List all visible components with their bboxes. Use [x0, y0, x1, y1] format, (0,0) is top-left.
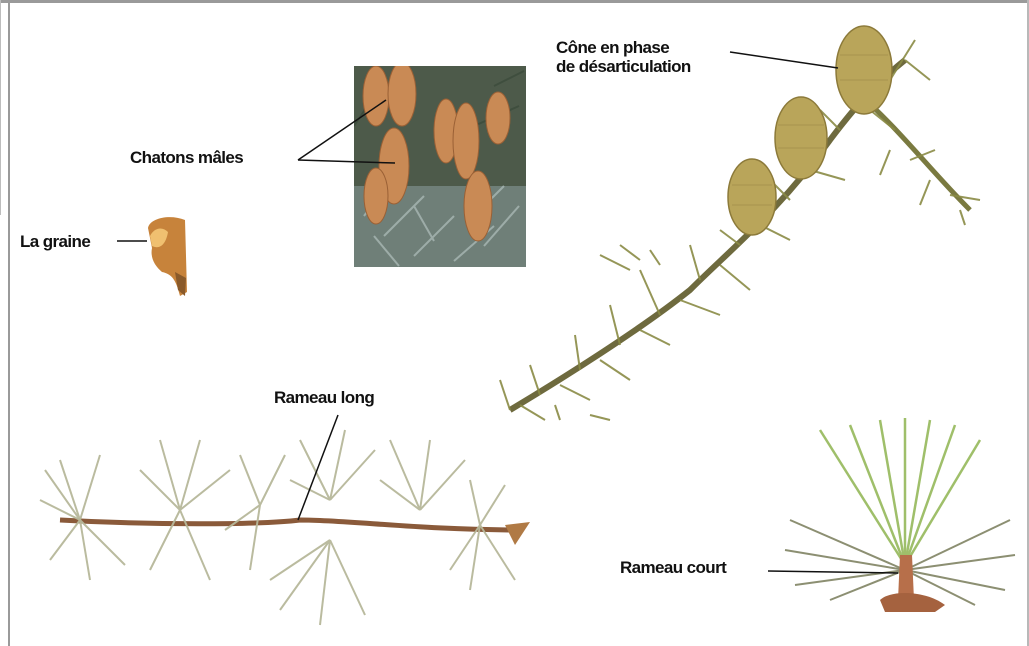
seed-image	[148, 217, 187, 296]
short-shoot-image	[785, 418, 1015, 612]
cone-branch-image	[500, 26, 980, 420]
long-shoot-image	[40, 430, 530, 625]
label-chatons-males: Chatons mâles	[130, 148, 243, 167]
label-cone: Cône en phase de désarticulation	[556, 38, 691, 76]
label-rameau-long: Rameau long	[274, 388, 374, 407]
label-rameau-court: Rameau court	[620, 558, 726, 577]
label-cone-line1: Cône en phase	[556, 38, 691, 57]
label-la-graine: La graine	[20, 232, 90, 251]
label-cone-line2: de désarticulation	[556, 57, 691, 76]
